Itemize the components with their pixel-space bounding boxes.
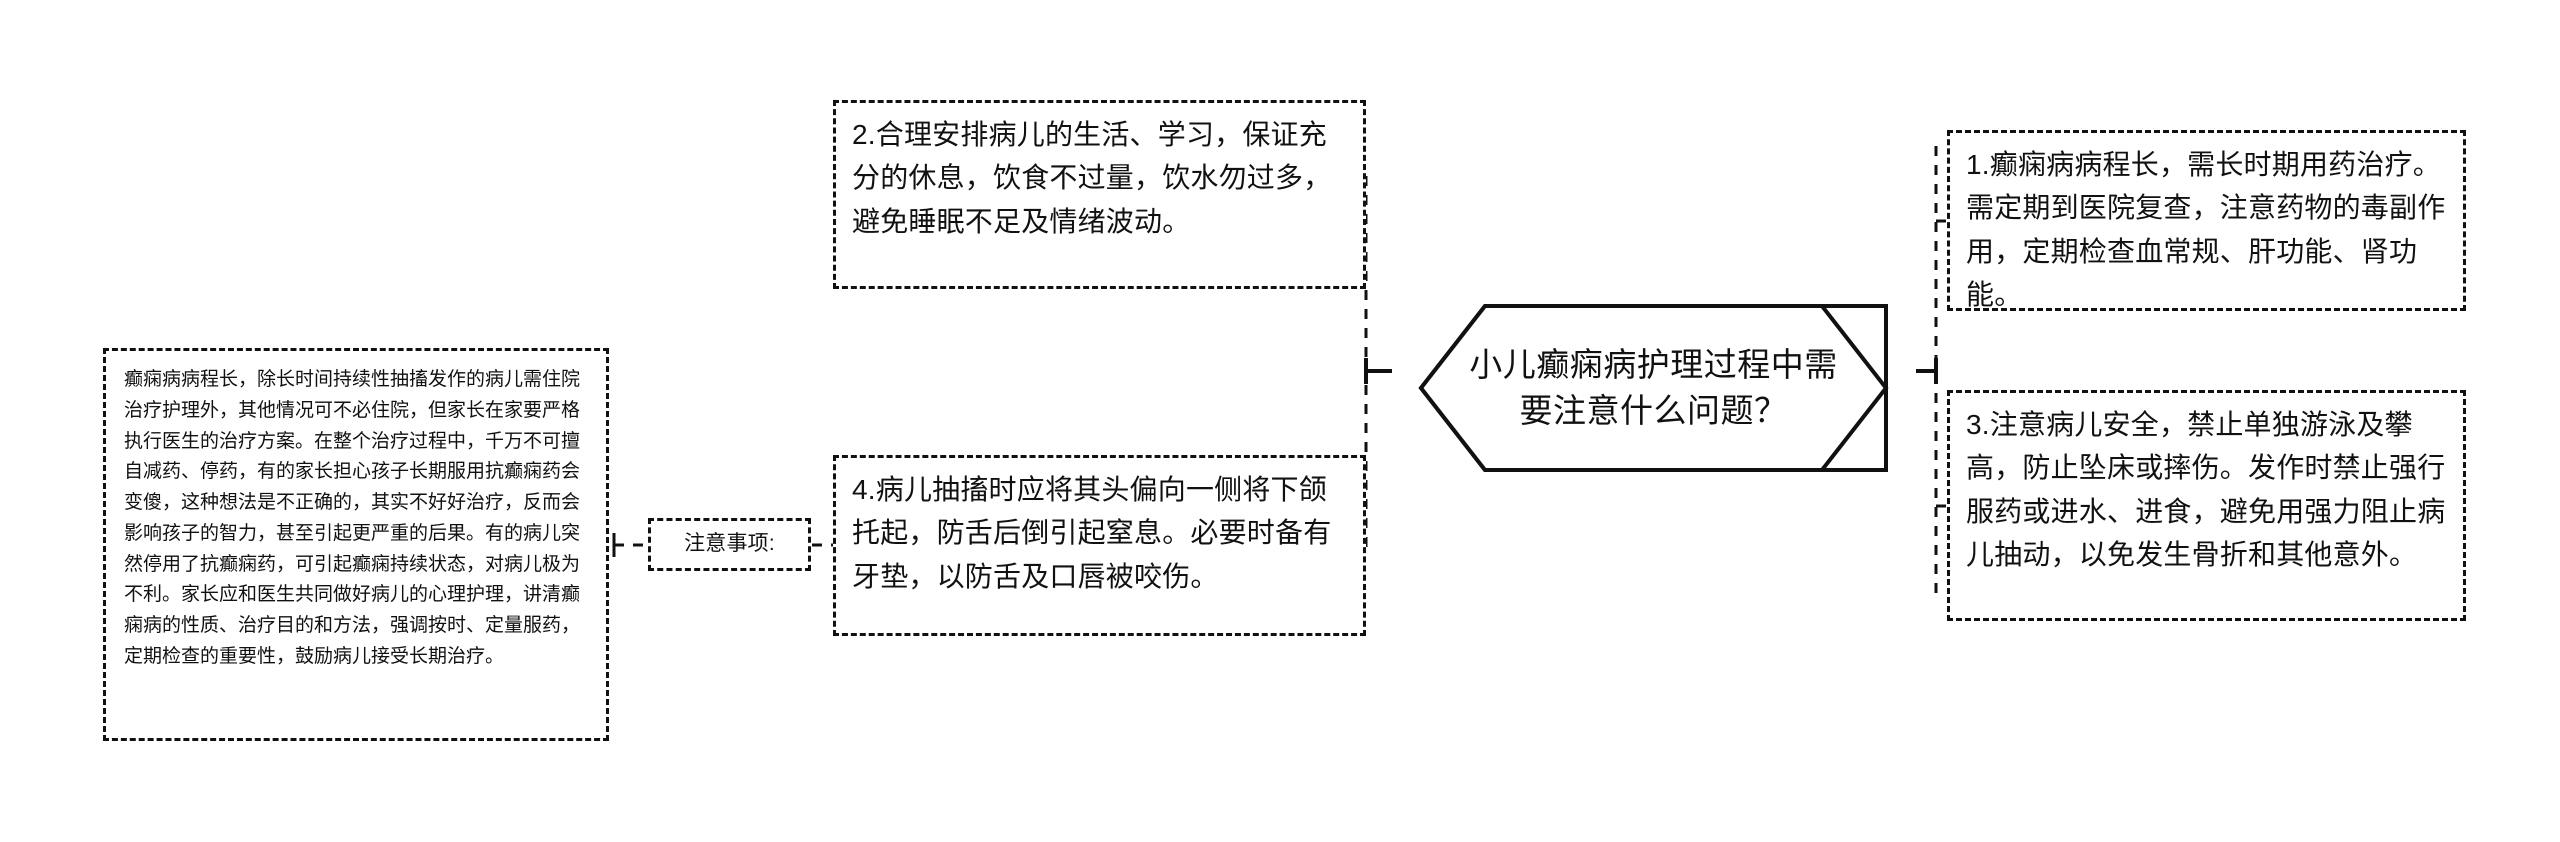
section-label-node[interactable]: 注意事项:: [648, 518, 811, 571]
hexagon-shape: [1418, 304, 1889, 472]
branch-note-item4[interactable]: 4.病儿抽搐时应将其头偏向一侧将下颌托起，防舌后倒引起窒息。必要时备有牙垫，以防…: [833, 455, 1366, 636]
central-topic-line1: 小儿癫痫病护理过程中需: [1469, 346, 1838, 384]
detail-note-box[interactable]: 癫痫病病程长，除长时间持续性抽搐发作的病儿需住院治疗护理外，其他情况可不必住院，…: [103, 348, 609, 741]
branch-note-item1[interactable]: 1.癫痫病病程长，需长时期用药治疗。需定期到医院复查，注意药物的毒副作用，定期检…: [1947, 130, 2466, 311]
branch-note-item2[interactable]: 2.合理安排病儿的生活、学习，保证充分的休息，饮食不过量，饮水勿过多，避免睡眠不…: [833, 100, 1366, 289]
central-topic-node[interactable]: 小儿癫痫病护理过程中需 要注意什么问题？: [1377, 300, 1930, 476]
branch-note-item3[interactable]: 3.注意病儿安全，禁止单独游泳及攀高，防止坠床或摔伤。发作时禁止强行服药或进水、…: [1947, 390, 2466, 621]
central-topic-line2: 要注意什么问题？: [1519, 392, 1788, 429]
central-topic-label: 小儿癫痫病护理过程中需 要注意什么问题？: [1377, 300, 1930, 476]
